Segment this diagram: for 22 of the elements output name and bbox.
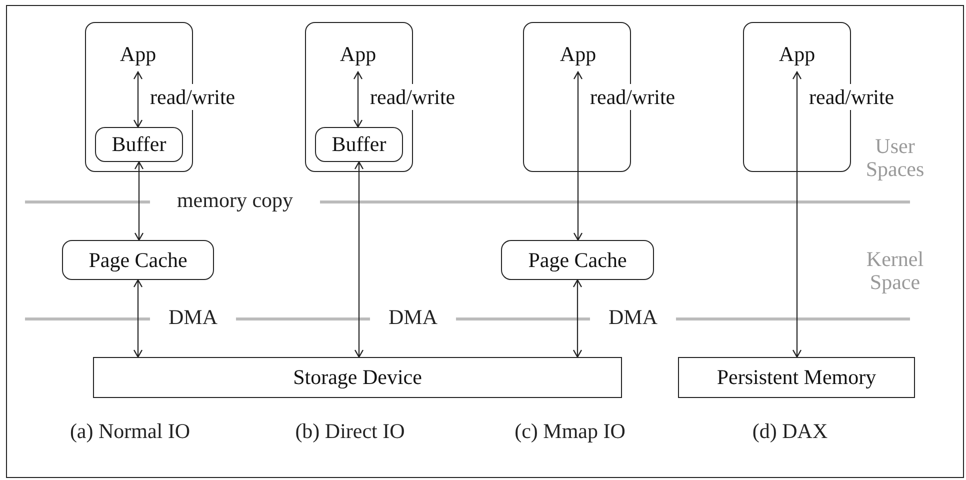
double-arrow	[573, 71, 583, 241]
storage-device-box: Storage Device	[93, 357, 622, 398]
edge-label: read/write	[368, 84, 458, 110]
double-arrow	[134, 161, 144, 241]
buffer-box: Buffer	[95, 127, 183, 162]
persistent-memory-box: Persistent Memory	[678, 357, 915, 398]
double-arrow	[133, 279, 143, 358]
edge-label: read/write	[588, 84, 678, 110]
double-arrow	[133, 71, 143, 128]
buffer-box: Buffer	[315, 127, 403, 162]
edge-label: read/write	[807, 84, 896, 110]
app-label: App	[769, 36, 825, 72]
double-arrow	[572, 279, 582, 358]
app-label: App	[330, 36, 386, 72]
edge-label: read/write	[148, 84, 238, 110]
page-cache-box: Page Cache	[501, 240, 654, 280]
app-label: App	[550, 36, 606, 72]
double-arrow	[354, 161, 364, 358]
double-arrow	[353, 71, 363, 128]
double-arrow	[792, 71, 802, 358]
app-label: App	[110, 36, 166, 72]
page-cache-box: Page Cache	[62, 240, 214, 280]
